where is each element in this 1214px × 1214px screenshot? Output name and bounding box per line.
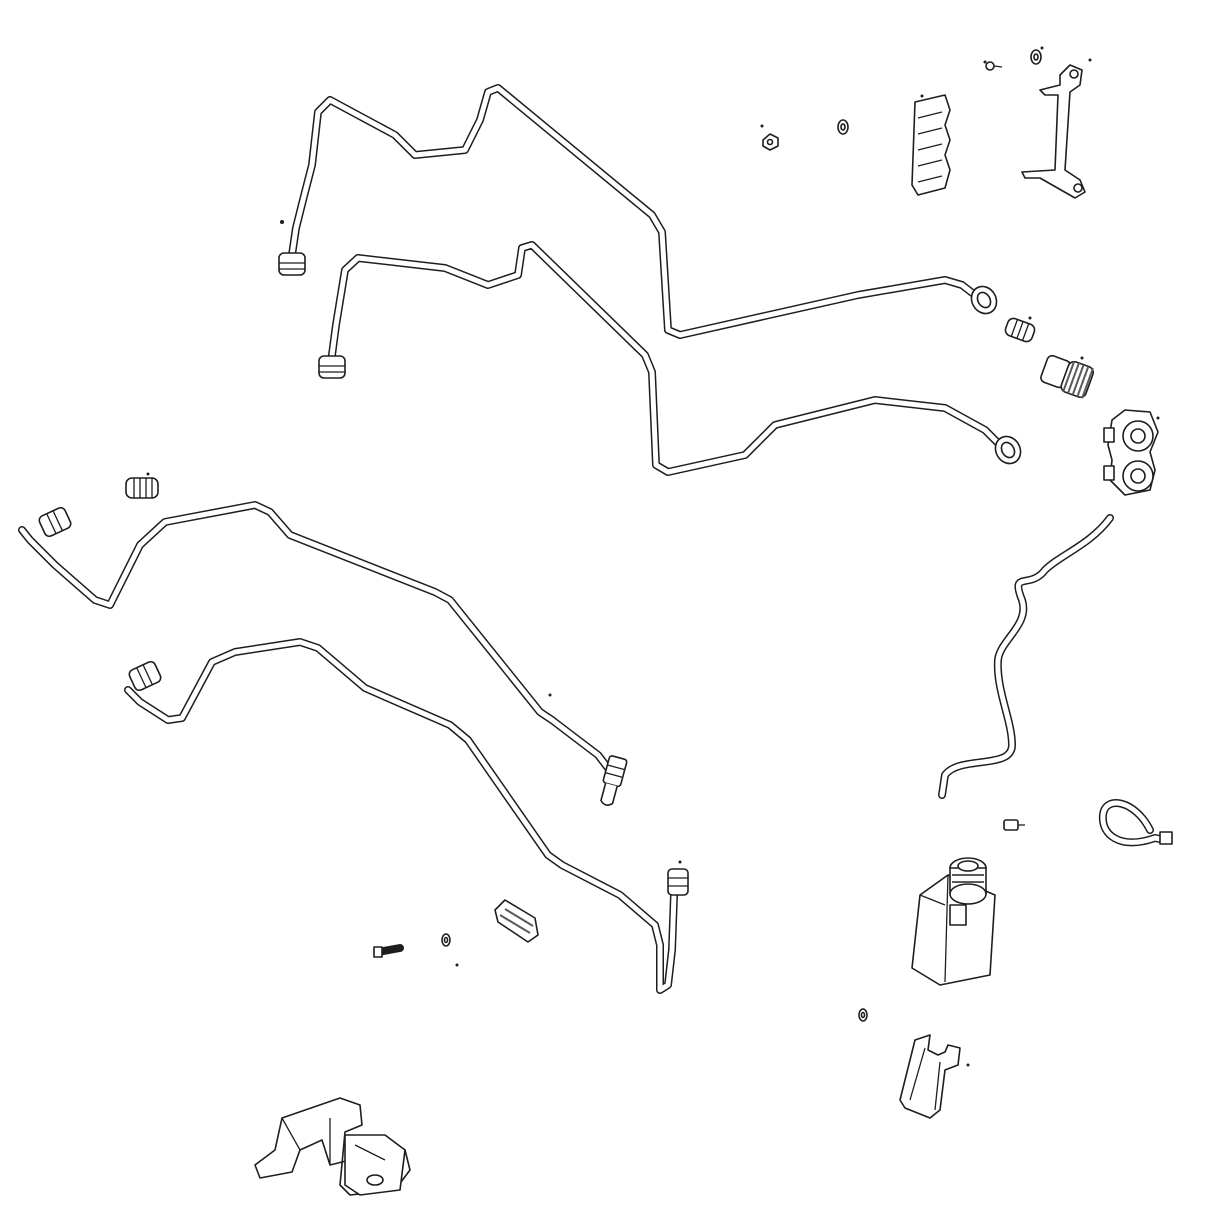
washer-top-a xyxy=(837,119,849,135)
washer-top-b xyxy=(1030,49,1042,65)
adapter-fitting-right xyxy=(1004,317,1036,343)
adapter-fitting-left xyxy=(125,477,159,499)
mounting-bracket xyxy=(254,1097,411,1196)
bolt-lower-left xyxy=(373,944,404,958)
upper-long-right-nut xyxy=(970,285,998,315)
hydraulic-line-upper-long xyxy=(278,84,998,339)
adapter-fitting xyxy=(125,317,1036,499)
bolt-top xyxy=(985,61,1003,71)
solenoid-valve xyxy=(911,857,996,986)
valve-clip xyxy=(899,1034,961,1119)
nut xyxy=(762,133,779,151)
hydraulic-line-mid-long xyxy=(18,501,628,806)
clamp-block-lower xyxy=(494,899,539,943)
mid-long-left-nut xyxy=(38,506,72,538)
upper-short-left-nut xyxy=(318,355,346,379)
hydraulic-line-mid-short xyxy=(124,638,689,994)
washer-clip xyxy=(858,1008,868,1022)
nut-top xyxy=(762,133,779,151)
upper-long-left-nut xyxy=(278,252,306,276)
clamp-block xyxy=(911,94,951,196)
upper-short-right-nut xyxy=(994,435,1022,465)
leader-dots xyxy=(146,46,1160,1067)
return-hose xyxy=(938,514,1114,799)
coupler-holder xyxy=(1103,409,1159,496)
tube-bracket xyxy=(1021,64,1086,199)
cable-tie xyxy=(1098,799,1173,847)
quick-coupler xyxy=(1040,354,1095,399)
hydraulic-line-upper-short xyxy=(318,241,1022,476)
washer xyxy=(441,49,1042,1022)
mid-short-right-fitting xyxy=(667,868,689,896)
mid-short-left-nut xyxy=(128,660,162,692)
bolt-valve xyxy=(1003,819,1025,831)
bolt xyxy=(373,61,1025,958)
mid-long-right-fitting xyxy=(600,755,628,806)
washer-lower xyxy=(441,933,451,947)
